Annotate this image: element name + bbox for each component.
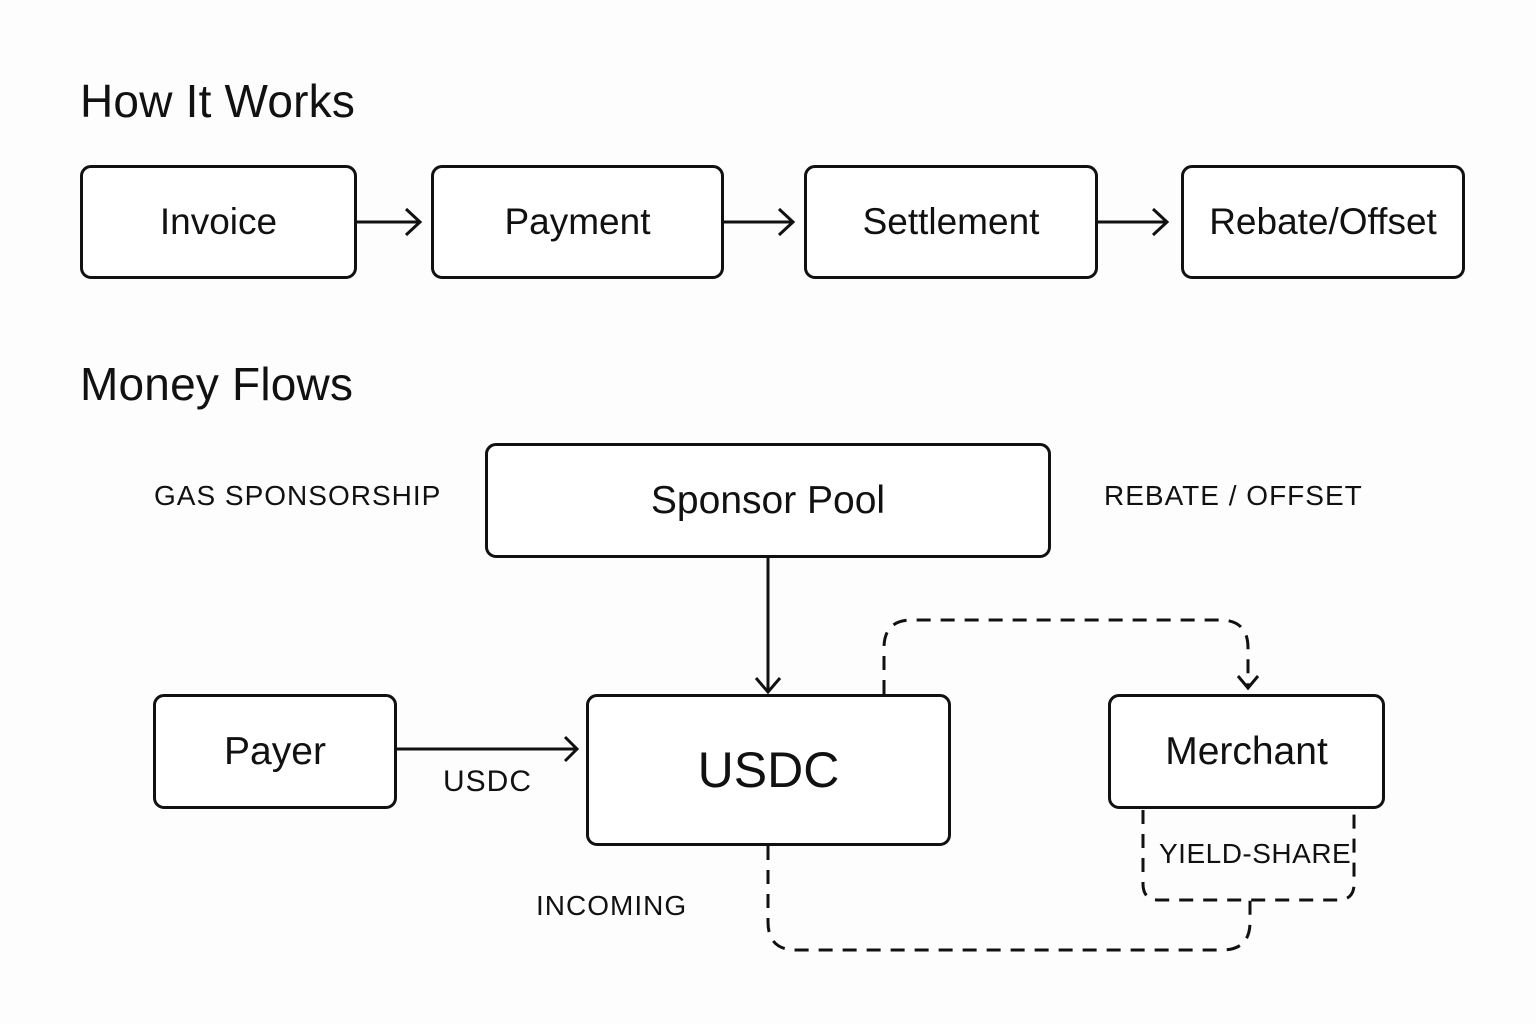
node-payer[interactable]: Payer [153, 694, 397, 809]
arrow-invoice-to-payment [357, 207, 423, 237]
node-merchant[interactable]: Merchant [1108, 694, 1385, 809]
dashed-arrowhead [1236, 675, 1260, 691]
rebate-offset-label: REBATE / OFFSET [1104, 480, 1363, 511]
step-label: Settlement [862, 201, 1040, 242]
payer-edge-label: USDC [443, 765, 533, 798]
how-it-works-title: How It Works [80, 75, 356, 127]
incoming-label: INCOMING [536, 890, 688, 921]
step-invoice[interactable]: Invoice [80, 165, 357, 279]
arrow-settlement-to-rebate [1098, 207, 1170, 237]
node-label: Merchant [1165, 729, 1328, 773]
dashed-loop-usdc-to-yield-share [766, 846, 1252, 952]
step-label: Payment [504, 201, 651, 242]
node-label: Payer [224, 729, 326, 773]
gas-sponsorship-label: GAS SPONSORSHIP [154, 480, 442, 511]
yield-share-label: YIELD-SHARE [1159, 838, 1352, 869]
step-payment[interactable]: Payment [431, 165, 724, 279]
node-sponsor-pool[interactable]: Sponsor Pool [485, 443, 1051, 558]
step-rebate-offset[interactable]: Rebate/Offset [1181, 165, 1465, 279]
yield-share-dashed-box [1141, 810, 1356, 902]
node-label: Sponsor Pool [650, 478, 886, 522]
arrow-payer-to-usdc [397, 735, 580, 763]
dashed-arrow-usdc-to-merchant [882, 618, 1250, 694]
step-label: Rebate/Offset [1209, 201, 1437, 242]
money-flows-title: Money Flows [80, 358, 354, 410]
step-settlement[interactable]: Settlement [804, 165, 1098, 279]
node-usdc[interactable]: USDC [586, 694, 951, 846]
arrow-payment-to-settlement [724, 207, 796, 237]
arrow-sponsor-pool-to-usdc [754, 558, 782, 695]
step-label: Invoice [159, 201, 278, 242]
node-label: USDC [697, 742, 840, 798]
